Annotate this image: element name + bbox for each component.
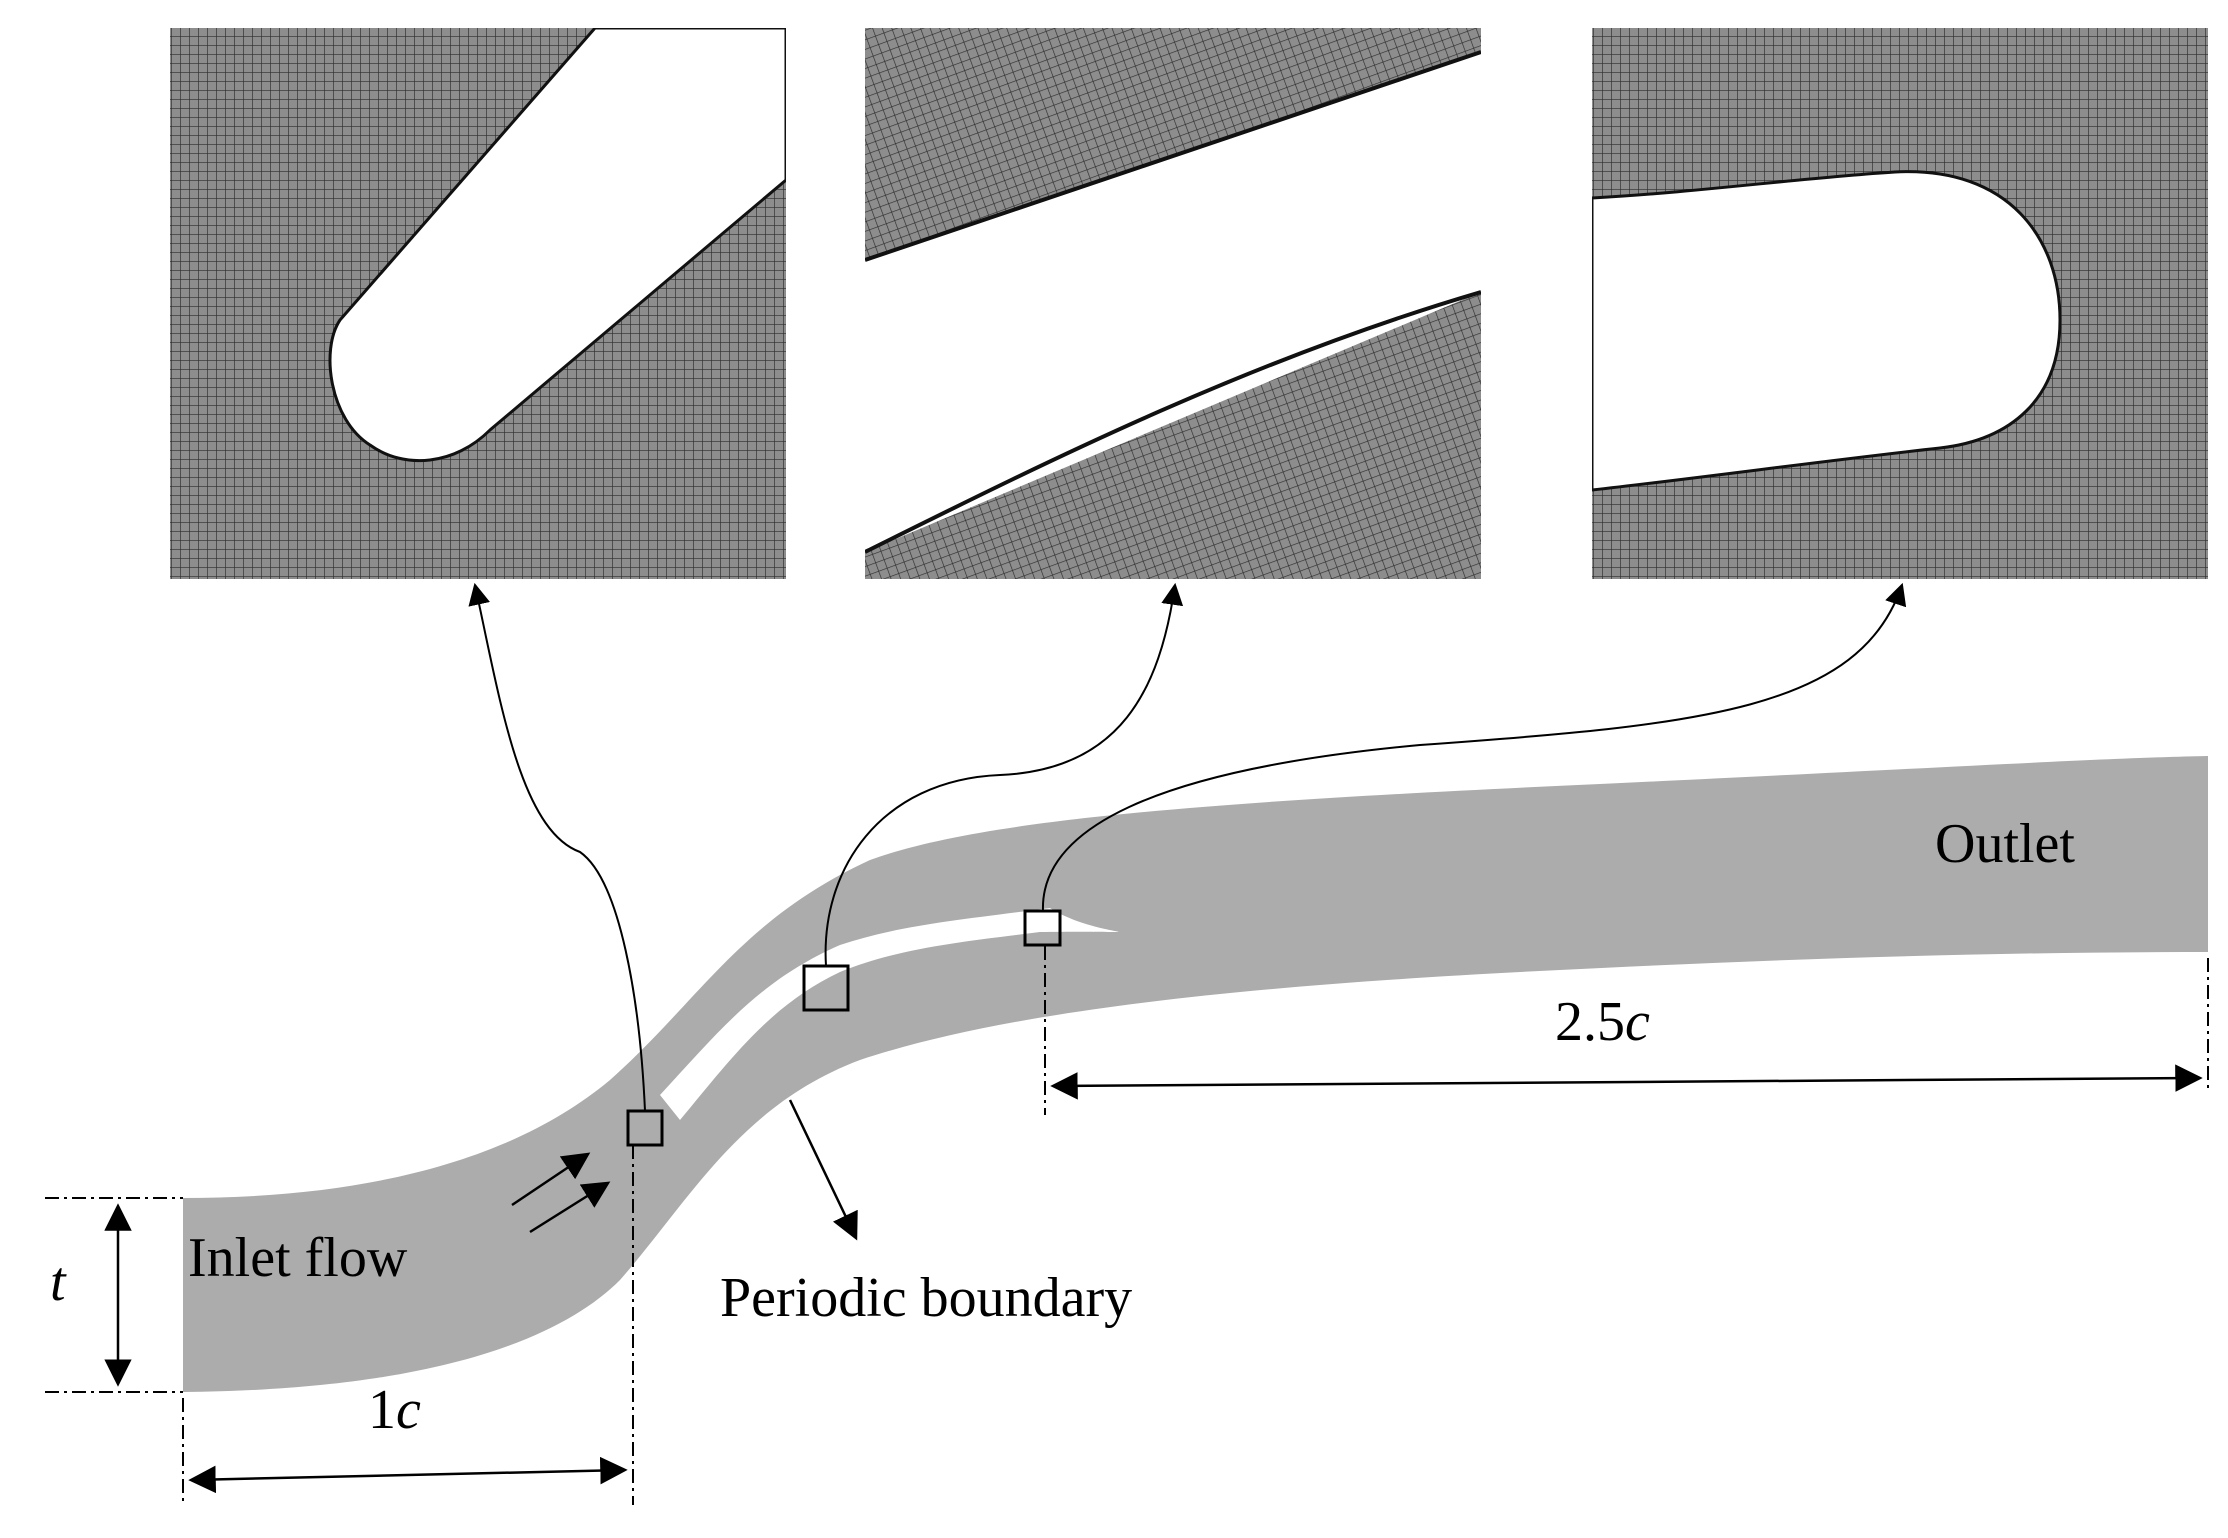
inlet-length-arrow	[188, 1456, 628, 1494]
periodic-boundary-pointer	[788, 1099, 858, 1241]
periodic-boundary-label: Periodic boundary	[720, 1267, 1132, 1329]
computational-domain	[183, 756, 2208, 1392]
inlet-flow-label: Inlet flow	[188, 1227, 408, 1289]
connector-passage	[824, 582, 1184, 967]
outlet-label: Outlet	[1935, 813, 2075, 875]
flow-arrow	[511, 1152, 591, 1207]
blade-trailing-edge	[1592, 170, 2062, 492]
inlet-length-label: 1c	[368, 1379, 421, 1441]
connector-leading-edge	[468, 582, 646, 1112]
outlet-length-label: 2.5c	[1555, 991, 1650, 1053]
lower-blade-surface	[865, 290, 1481, 554]
blade-leading-edge	[328, 28, 786, 463]
inset-trailing-edge-mesh	[1592, 28, 2208, 579]
connector-trailing-edge	[1041, 582, 1907, 912]
domain-passage	[183, 756, 2208, 1392]
upper-blade-surface	[865, 50, 1481, 262]
pitch-label: t	[50, 1251, 67, 1313]
outlet-length-arrow	[1050, 1064, 2203, 1100]
blade-gap	[660, 908, 1119, 1120]
flow-arrow	[529, 1181, 611, 1234]
blade-passage-gap	[865, 52, 1481, 552]
inset-passage-mesh	[865, 28, 1481, 579]
reference-lines	[45, 946, 2209, 1505]
inset-leading-edge-mesh	[170, 28, 786, 579]
